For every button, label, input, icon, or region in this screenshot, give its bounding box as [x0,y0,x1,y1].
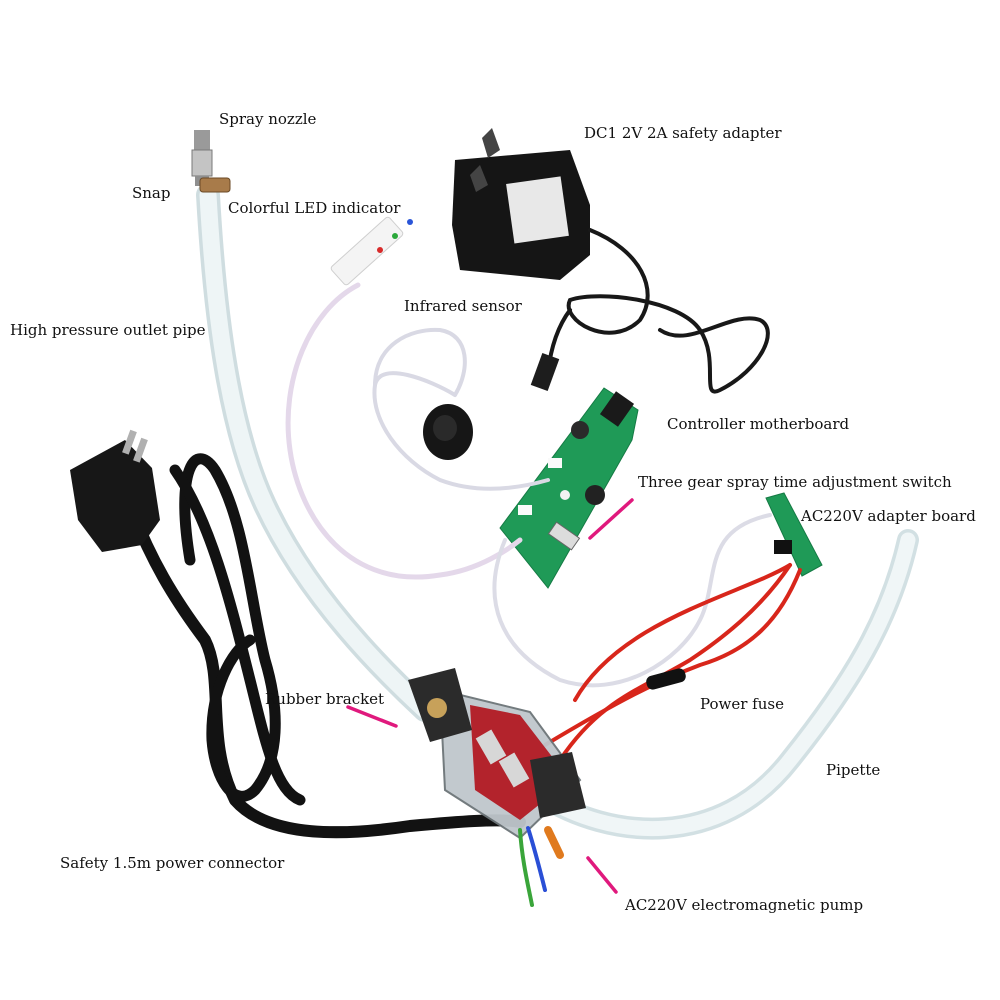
label-infrared-sensor: Infrared sensor [404,297,522,315]
label-snap: Snap [132,184,171,202]
snap-clip [199,177,231,193]
controller-motherboard [499,387,639,589]
label-rubber-bracket: Rubber bracket [265,690,385,708]
power-cable [122,453,526,839]
pump-wires [518,826,564,907]
dc-plug [530,352,560,392]
pipette-tube [529,529,919,840]
pointer-lines [346,498,634,894]
label-spray-switch: Three gear spray time adjustment switch [638,473,952,491]
label-motherboard: Controller motherboard [667,415,850,433]
label-power-connector: Safety 1.5m power connector [60,854,285,872]
label-power-fuse: Power fuse [700,695,784,713]
label-pipette: Pipette [826,761,881,779]
infrared-sensor [423,404,473,460]
label-pump: AC220V electromagnetic pump [625,896,864,914]
rubber-bracket [408,668,586,818]
pointer-spray-switch [588,498,634,540]
led-indicator [330,216,413,286]
ac-adapter-board [765,492,823,577]
adapter-wire [492,513,772,688]
power-plug [70,429,160,552]
label-outlet-pipe: High pressure outlet pipe [10,321,206,339]
label-adapter-board: AC220V adapter board [801,507,976,525]
led-wire [285,282,523,580]
label-safety-adapter: DC1 2V 2A safety adapter [584,124,782,142]
red-wires [543,563,802,762]
outlet-pipe [196,183,437,722]
power-fuse [646,668,686,690]
pointer-rubber-bracket [346,705,398,728]
pointer-pump [586,856,618,894]
sensor-wire [372,327,550,491]
label-led-indicator: Colorful LED indicator [228,199,401,217]
label-spray-nozzle: Spray nozzle [219,110,317,128]
dc-adapter [452,128,590,280]
